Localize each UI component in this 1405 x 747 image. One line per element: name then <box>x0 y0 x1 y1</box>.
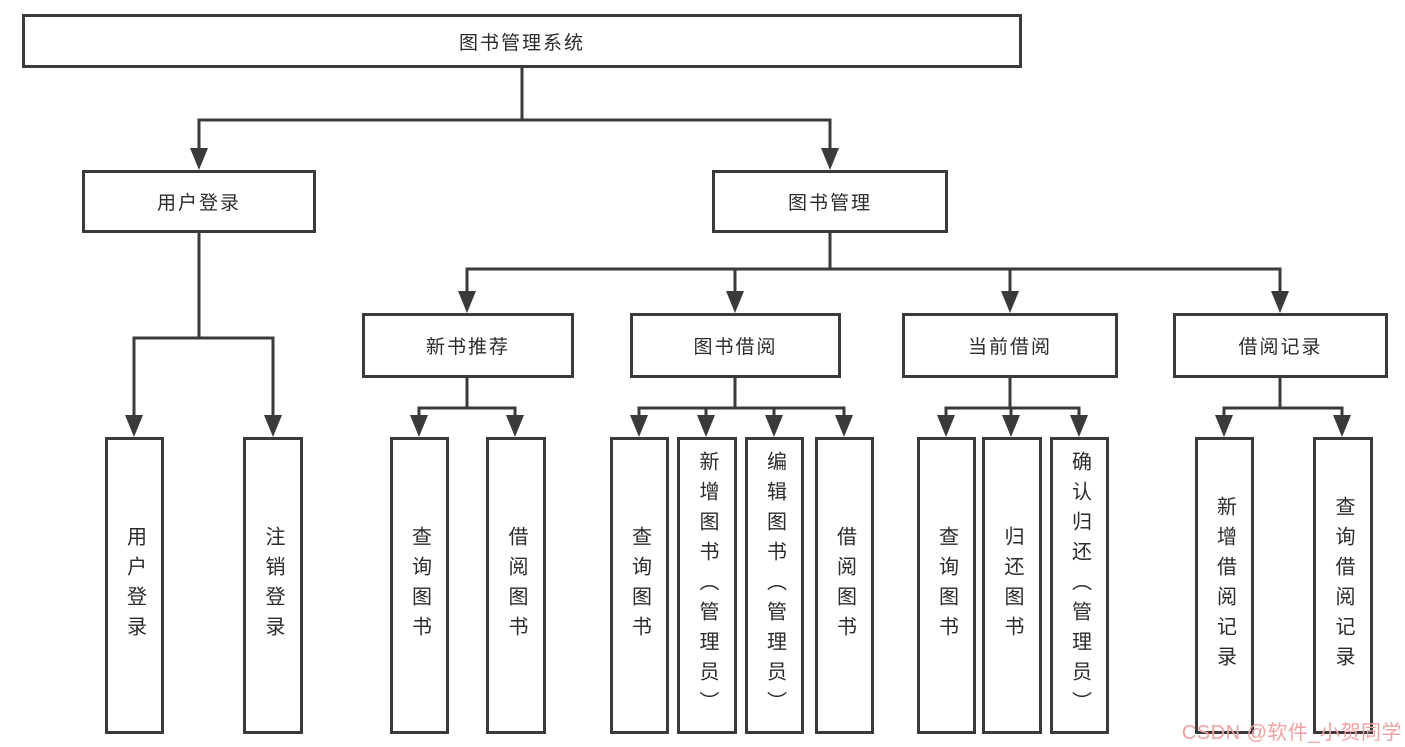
leaf-query-books-current: 查询图书 <box>917 437 976 734</box>
node-label: 查询图书 <box>408 525 431 646</box>
node-label: 图书管理系统 <box>458 32 585 54</box>
leaf-return-books: 归还图书 <box>982 437 1042 734</box>
arrowheads <box>125 148 1351 437</box>
leaf-user-login: 用户登录 <box>105 437 164 734</box>
node-label: 用户登录 <box>156 193 241 214</box>
leaf-borrow-books-recommend: 借阅图书 <box>486 437 546 734</box>
node-label: 借阅图书 <box>833 525 856 646</box>
node-label: 当前借阅 <box>967 337 1052 358</box>
node-new-book-recommendation: 新书推荐 <box>362 313 574 378</box>
leaf-borrow-books: 借阅图书 <box>815 437 874 734</box>
node-label: 新增图书（管理员） <box>696 450 718 721</box>
node-label: 新增借阅记录 <box>1213 495 1236 676</box>
node-label: 编辑图书（管理员） <box>763 450 786 721</box>
node-label: 查询借阅记录 <box>1332 495 1354 676</box>
node-current-borrowing: 当前借阅 <box>902 313 1118 378</box>
node-book-borrowing: 图书借阅 <box>630 313 841 378</box>
leaf-query-borrow-record: 查询借阅记录 <box>1313 437 1373 734</box>
node-label: 归还图书 <box>1001 525 1023 646</box>
leaf-edit-books-admin: 编辑图书（管理员） <box>745 437 804 734</box>
leaf-query-books-recommend: 查询图书 <box>390 437 449 734</box>
node-label: 用户登录 <box>123 525 146 646</box>
node-label: 图书借阅 <box>693 337 778 358</box>
node-label: 借阅记录 <box>1238 337 1323 358</box>
node-label: 新书推荐 <box>425 337 510 358</box>
node-label: 图书管理 <box>787 193 872 214</box>
node-label: 借阅图书 <box>505 525 527 646</box>
csdn-watermark: CSDN @软件_小贺同学 <box>1181 722 1402 744</box>
leaf-add-borrow-record: 新增借阅记录 <box>1195 437 1254 734</box>
node-label: 查询图书 <box>935 525 958 646</box>
leaf-logout: 注销登录 <box>243 437 303 734</box>
node-borrowing-records: 借阅记录 <box>1173 313 1388 378</box>
node-label: 注销登录 <box>262 525 284 646</box>
leaf-query-books-borrow: 查询图书 <box>610 437 669 734</box>
node-label: 确认归还（管理员） <box>1068 450 1091 721</box>
leaf-confirm-return-admin: 确认归还（管理员） <box>1050 437 1109 734</box>
node-library-management-system: 图书管理系统 <box>22 14 1022 68</box>
node-user-login: 用户登录 <box>82 170 316 233</box>
node-label: 查询图书 <box>628 525 651 646</box>
node-book-management: 图书管理 <box>712 170 948 233</box>
leaf-add-books-admin: 新增图书（管理员） <box>677 437 737 734</box>
